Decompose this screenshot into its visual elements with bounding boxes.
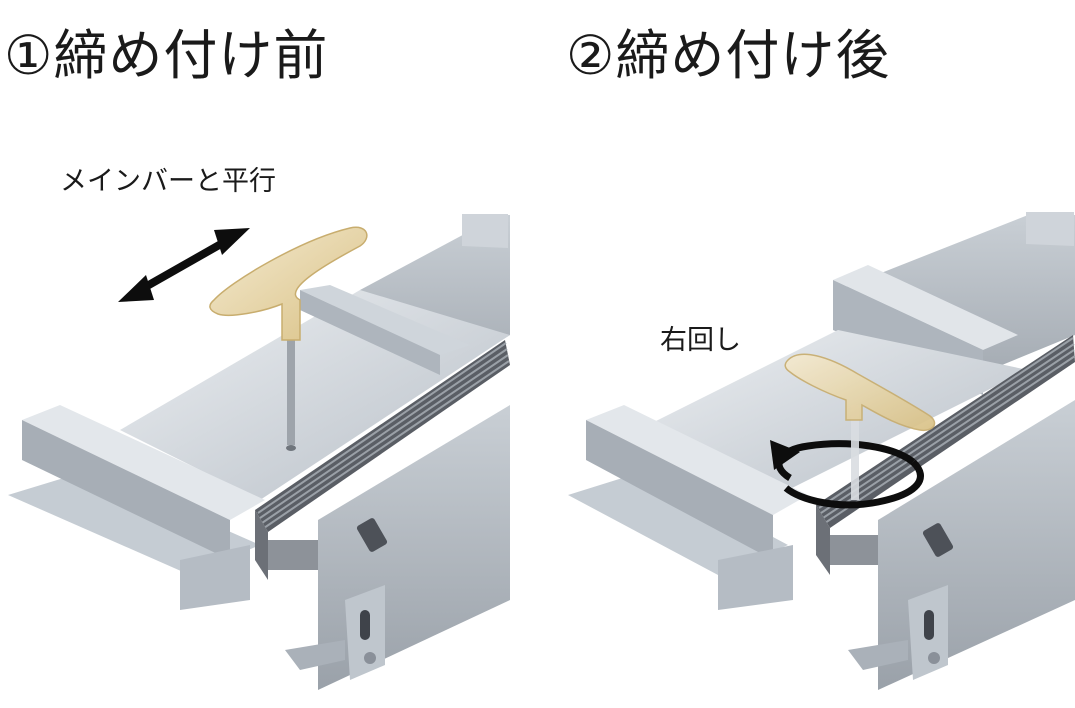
wall-slot: [356, 518, 388, 552]
double-headed-arrow-icon: [118, 228, 250, 302]
key-tip: [286, 445, 296, 451]
anchor-slot: [360, 610, 370, 640]
front-bracket-foot: [718, 545, 793, 610]
rear-bracket-top: [833, 265, 1018, 350]
before-product-illustration: [8, 214, 510, 690]
rear-bracket-face: [300, 290, 440, 375]
parallel-to-main-bar-caption: メインバーと平行: [60, 166, 276, 197]
back-post: [462, 214, 508, 248]
anchor-foot: [285, 640, 345, 670]
clockwise-rotation-arrow-icon: [770, 440, 924, 509]
anchor-bolt: [928, 652, 940, 664]
anchor-bolt: [364, 652, 376, 664]
anchor-foot: [848, 640, 908, 670]
rear-bracket: [300, 285, 470, 355]
front-bracket-top: [22, 405, 265, 520]
turn-right-caption: 右回し: [660, 325, 741, 356]
grating-block: [830, 535, 880, 565]
front-bracket-face: [22, 420, 230, 560]
front-bracket-face: [586, 420, 773, 560]
front-base-plate: [568, 470, 788, 575]
grating-bars: [257, 342, 510, 529]
front-bracket-top: [586, 405, 808, 515]
before-tightening-panel: ①締め付け前 メインバーと平行: [0, 0, 537, 708]
anchor-slot: [924, 610, 934, 640]
key-shaft: [851, 405, 859, 500]
grating-end: [816, 505, 830, 575]
front-base-plate: [8, 470, 260, 575]
after-product-illustration: [568, 212, 1075, 690]
back-post: [1026, 212, 1074, 246]
channel-floor: [638, 330, 1028, 500]
wall-slot: [922, 523, 954, 557]
key-shaft: [287, 330, 295, 445]
grating-end: [255, 510, 268, 580]
step-1-title: ①締め付け前: [4, 24, 329, 87]
after-tightening-panel: ②締め付け後 右回し: [538, 0, 1075, 708]
step-2-title: ②締め付け後: [566, 24, 891, 87]
grating-block: [268, 540, 318, 570]
front-bracket-foot: [180, 545, 250, 610]
t-handle-key: [784, 353, 936, 432]
grating-bars: [818, 337, 1075, 524]
t-handle-key: [209, 226, 368, 341]
